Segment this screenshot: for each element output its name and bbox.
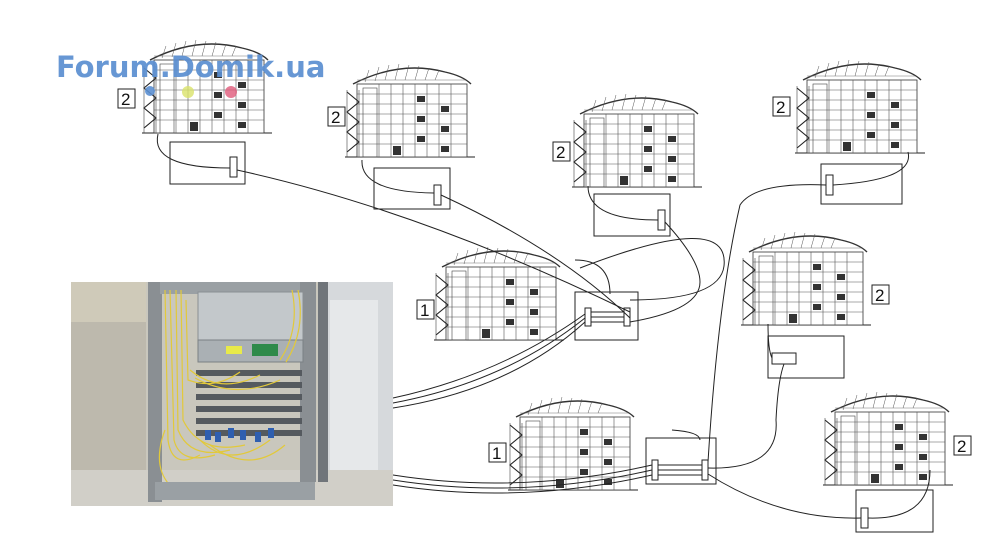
building-label-4: 2 (772, 96, 791, 117)
watermark-dot-yellow (182, 86, 194, 98)
node-box-top-center (593, 193, 671, 237)
building-mid-right (740, 231, 872, 326)
node-box-bottom-right (855, 489, 934, 533)
building-bottom-1 (507, 396, 639, 491)
watermark-dot-blue (145, 86, 155, 96)
building-label-7: 1 (488, 442, 507, 463)
svg-text:2: 2 (875, 286, 884, 305)
node-box-top-right (820, 163, 903, 205)
building-label-3: 2 (552, 141, 571, 162)
svg-text:2: 2 (776, 98, 785, 117)
node-box-mid-right (767, 335, 845, 379)
svg-text:1: 1 (492, 444, 501, 463)
building-label-6: 2 (871, 284, 890, 305)
building-bottom-right (822, 391, 954, 486)
building-label-2: 2 (327, 106, 346, 127)
node-box-top-center-left (373, 167, 451, 210)
building-label-5: 1 (416, 299, 435, 320)
forum-watermark: Forum.Domik.ua (56, 50, 326, 84)
svg-text:2: 2 (556, 143, 565, 162)
svg-text:2: 2 (957, 437, 966, 456)
watermark-dot-pink (225, 86, 237, 98)
node-box-top-left (169, 141, 246, 185)
splitter-box-mid (574, 291, 639, 341)
building-label-1: 2 (117, 88, 136, 109)
splitter-box-bottom (645, 437, 717, 485)
building-top-center (571, 93, 703, 188)
telecom-cabinet-photo (71, 282, 393, 506)
building-mid-1 (433, 246, 565, 341)
building-top-right (794, 59, 926, 154)
svg-text:2: 2 (331, 108, 340, 127)
svg-text:1: 1 (420, 301, 429, 320)
building-top-center-left (344, 63, 476, 158)
building-label-8: 2 (953, 435, 972, 456)
svg-text:2: 2 (121, 90, 130, 109)
